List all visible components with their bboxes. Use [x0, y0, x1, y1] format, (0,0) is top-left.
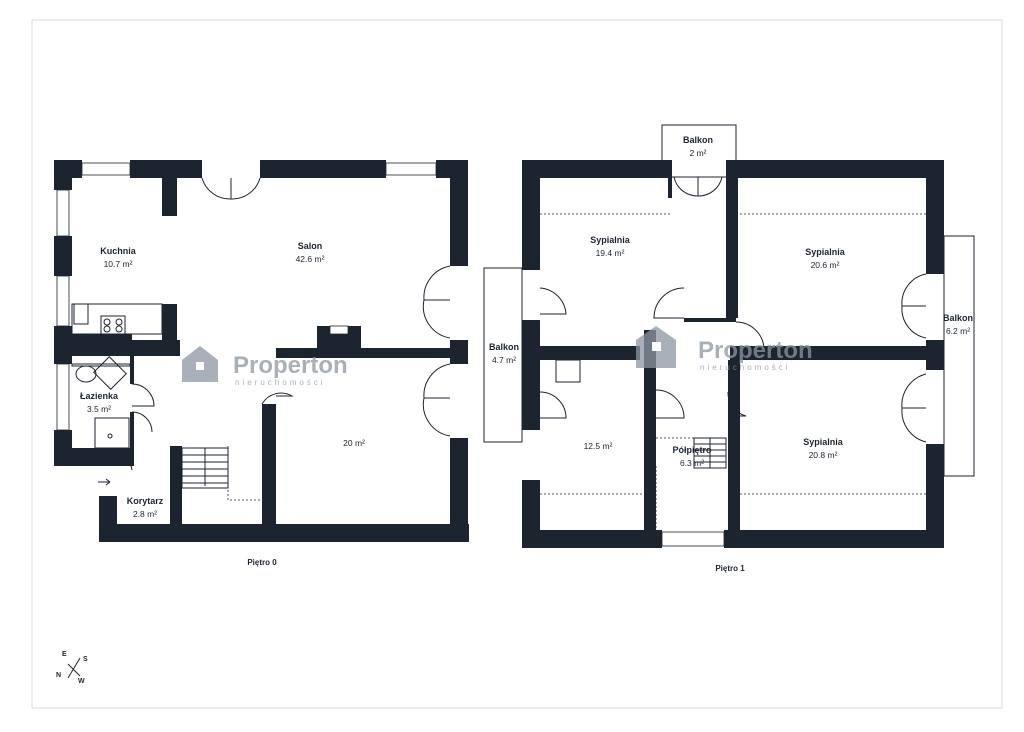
watermark-floor-0: Properton nieruchomości	[182, 346, 348, 387]
room-name-sypialnia-2: Sypialnia	[805, 247, 846, 257]
wall	[644, 330, 656, 530]
wall	[276, 348, 452, 358]
compass-n: N	[56, 672, 61, 679]
wall	[730, 346, 926, 360]
room-name-sypialnia-3: Sypialnia	[803, 437, 844, 447]
page-frame	[31, 19, 1003, 709]
wall	[668, 160, 672, 198]
room-area-lazienka: 3.5 m²	[87, 404, 111, 414]
kitchen-counter	[71, 303, 163, 335]
room-name-sypialnia-1: Sypialnia	[590, 235, 631, 245]
wall	[522, 530, 662, 548]
stairs	[181, 446, 262, 501]
room-area-sypialnia-1: 19.4 m²	[596, 248, 625, 258]
sink-icon	[73, 303, 89, 325]
entrance-door	[99, 450, 133, 471]
wall	[522, 320, 540, 430]
watermark-brand: Properton	[698, 337, 813, 364]
wall	[540, 346, 640, 360]
room-area-12-5: 12.5 m²	[584, 441, 613, 451]
wall	[54, 160, 72, 190]
room-area-balkon-left: 4.7 m²	[492, 355, 516, 365]
floor-1-plan: Balkon 2 m² Sypialnia 19.4 m² Sypialnia …	[483, 124, 975, 573]
wall	[170, 446, 182, 526]
balcony-top	[661, 124, 737, 178]
bath-sink-icon	[93, 356, 127, 390]
wall	[99, 524, 469, 542]
compass-w: W	[78, 678, 85, 685]
room-area-sypialnia-3: 20.8 m²	[809, 450, 838, 460]
shower-icon	[94, 417, 130, 449]
room-area-balkon-top: 2 m²	[690, 148, 707, 158]
wall	[130, 412, 134, 450]
wall	[726, 178, 738, 318]
wall	[728, 360, 740, 530]
wall	[724, 530, 944, 548]
wall	[726, 160, 944, 178]
watermark-tagline: nieruchomości	[235, 378, 326, 387]
wall	[926, 160, 944, 274]
wall	[260, 160, 386, 178]
watermark-floor-1: Properton nieruchomości	[636, 326, 813, 372]
stairs-upper	[656, 437, 727, 469]
balcony-right	[943, 235, 975, 477]
wall	[262, 404, 276, 526]
window	[81, 162, 131, 176]
window	[56, 363, 70, 431]
salon-door	[201, 177, 261, 200]
wall	[684, 318, 736, 322]
room-area-20: 20 m²	[343, 438, 365, 448]
wall	[522, 160, 672, 178]
sink-icon	[555, 359, 581, 383]
room-area-korytarz: 2.8 m²	[133, 509, 157, 519]
balcony-left	[483, 267, 523, 443]
room-area-polpietro: 6.3 m²	[680, 458, 704, 468]
room-area-sypialnia-2: 20.6 m²	[811, 260, 840, 270]
room-name-balkon-top: Balkon	[683, 135, 713, 145]
floor-label-0: Piętro 0	[247, 558, 277, 567]
compass-e: E	[62, 651, 67, 658]
window	[56, 189, 70, 237]
window	[661, 531, 725, 547]
window	[56, 275, 70, 327]
wall	[162, 304, 177, 356]
wall	[72, 334, 132, 356]
terrace-door	[422, 265, 451, 339]
terrace-door	[422, 363, 451, 437]
toilet-icon	[75, 365, 97, 383]
stove-icon	[100, 315, 126, 335]
wall	[130, 356, 134, 384]
compass-s: S	[83, 656, 88, 663]
room-name-polpietro: Półpiętro	[672, 445, 712, 455]
floor-label-1: Piętro 1	[715, 564, 745, 573]
room-area-balkon-right: 6.2 m²	[946, 326, 970, 336]
wall	[450, 160, 468, 266]
room-name-lazienka: Łazienka	[80, 391, 119, 401]
floor-0-plan: Kuchnia 10.7 m² Salon 42.6 m² Łazienka 3…	[54, 160, 469, 567]
room-name-balkon-right: Balkon	[943, 313, 973, 323]
wall	[130, 160, 202, 178]
wall	[54, 236, 72, 276]
bathroom-door	[131, 383, 155, 407]
wall	[926, 340, 944, 370]
watermark-brand: Properton	[233, 352, 348, 379]
room-name-balkon-left: Balkon	[489, 342, 519, 352]
room-name-korytarz: Korytarz	[127, 496, 164, 506]
wall	[522, 160, 540, 270]
wall	[162, 178, 177, 216]
room-name-kuchnia: Kuchnia	[100, 246, 136, 256]
window	[385, 162, 437, 176]
room-area-kuchnia: 10.7 m²	[104, 259, 133, 269]
watermark-tagline: nieruchomości	[700, 363, 791, 372]
wall	[926, 444, 944, 548]
wall	[54, 326, 72, 364]
wall	[450, 340, 468, 364]
wall	[450, 438, 468, 542]
compass-icon: E S N W	[56, 651, 88, 685]
wall	[54, 448, 134, 466]
room-name-salon: Salon	[298, 241, 323, 251]
room-area-salon: 42.6 m²	[296, 254, 325, 264]
